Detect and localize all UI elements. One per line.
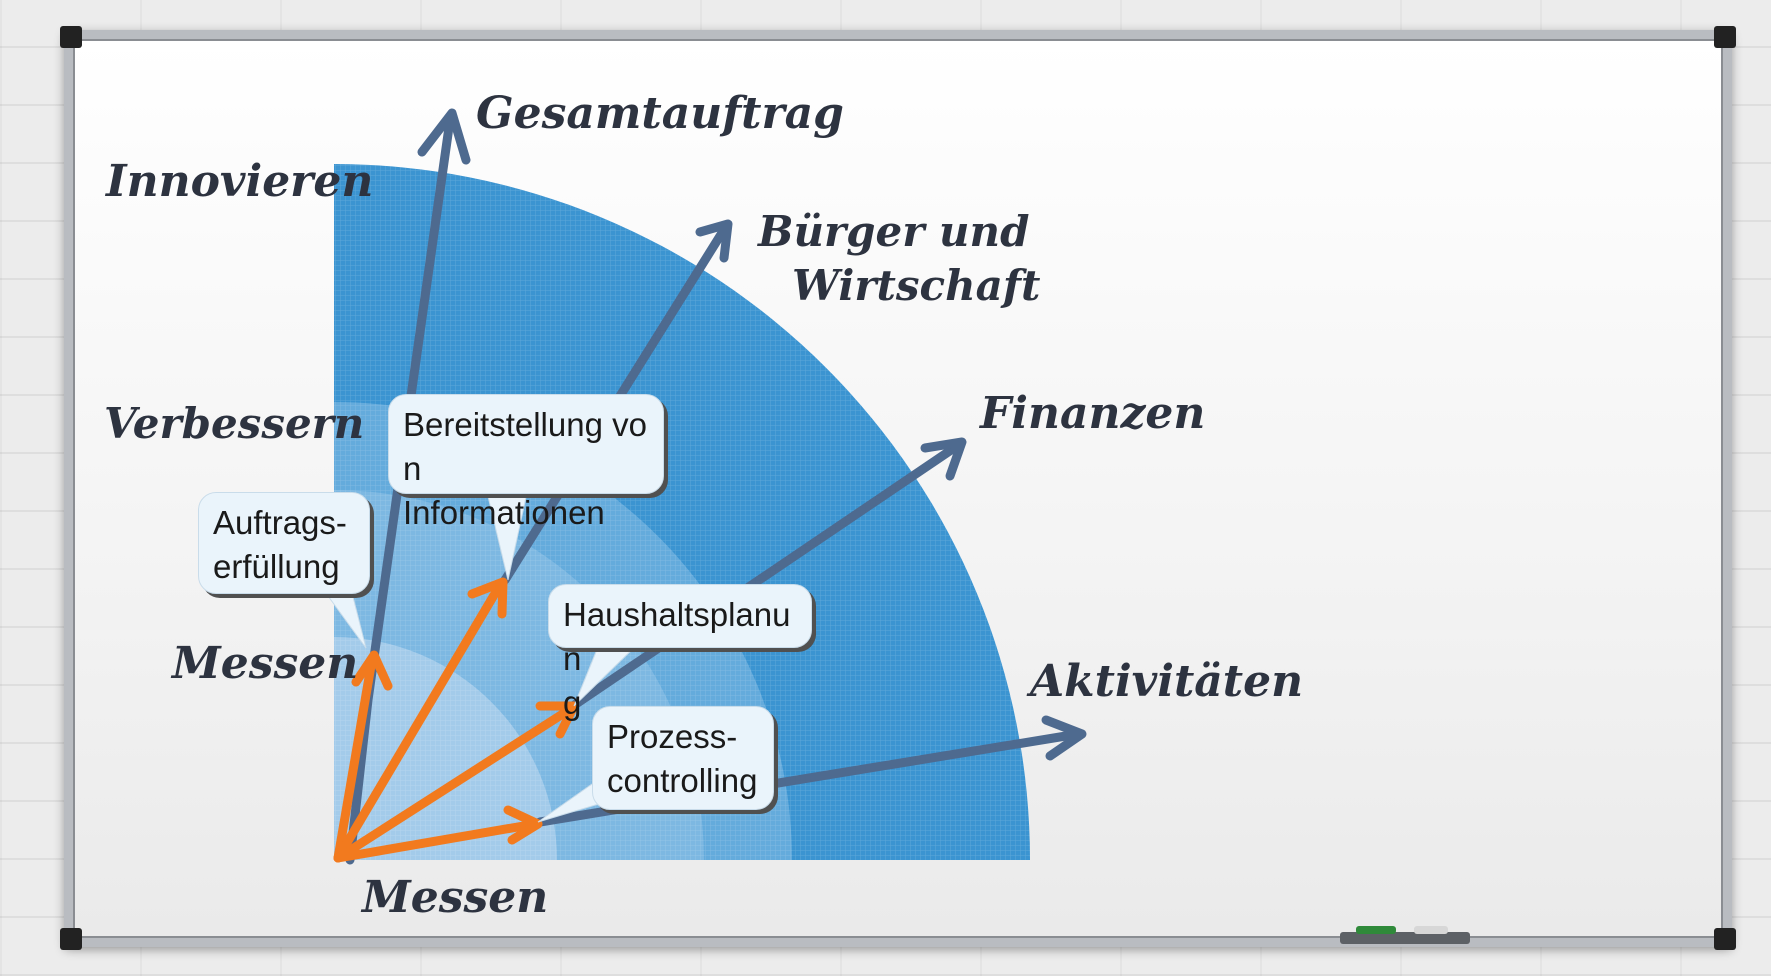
label-buerger-line1: Bürger und [757, 207, 1029, 256]
marker-green[interactable] [1356, 926, 1396, 934]
arrow-finanzen [565, 439, 965, 713]
marker-white[interactable] [1414, 926, 1448, 934]
label-gesamtauftrag: Gesamtauftrag [476, 88, 844, 139]
callout-haushaltsplanung: Haushaltsplanun g [548, 584, 812, 721]
callout-bereitstellung: Bereitstellung von Informationen [388, 394, 664, 531]
label-messen-bottom: Messen [360, 872, 548, 923]
marker-tray [1340, 932, 1470, 944]
orange-arrow-haushalt [333, 703, 577, 863]
label-aktivitaeten: Aktivitäten [1026, 656, 1303, 707]
orange-arrow-bereitstellung-head [467, 577, 508, 619]
orange-arrow-auftrag-head [351, 650, 393, 691]
orange-arrow-bereitstellung [333, 580, 505, 863]
orange-arrow-prozess-head [503, 805, 543, 845]
arrow-aktivitaeten-head [1041, 715, 1087, 761]
ring-grid-texture [334, 164, 1030, 860]
label-innovieren: Innovieren [104, 156, 373, 207]
arrow-buerger-head [695, 219, 733, 263]
whiteboard-corner-bottom-right [1714, 928, 1736, 950]
label-messen-left: Messen [170, 638, 358, 689]
callout-auftragserfuellung: Auftrags- erfüllung [198, 492, 370, 594]
callout-prozesscontrolling: Prozess- controlling [592, 706, 774, 810]
orange-arrow-auftrag [333, 655, 377, 863]
arrow-finanzen-head [920, 437, 967, 481]
label-buerger-line2: Wirtschaft [792, 261, 1040, 310]
whiteboard-corner-top-left [60, 26, 82, 48]
label-verbessern: Verbessern [104, 399, 364, 448]
label-finanzen: Finanzen [978, 388, 1205, 439]
arrow-gesamtauftrag-head [417, 108, 471, 165]
whiteboard-corner-bottom-left [60, 928, 82, 950]
orange-arrow-prozess [333, 819, 540, 863]
whiteboard-corner-top-right [1714, 26, 1736, 48]
